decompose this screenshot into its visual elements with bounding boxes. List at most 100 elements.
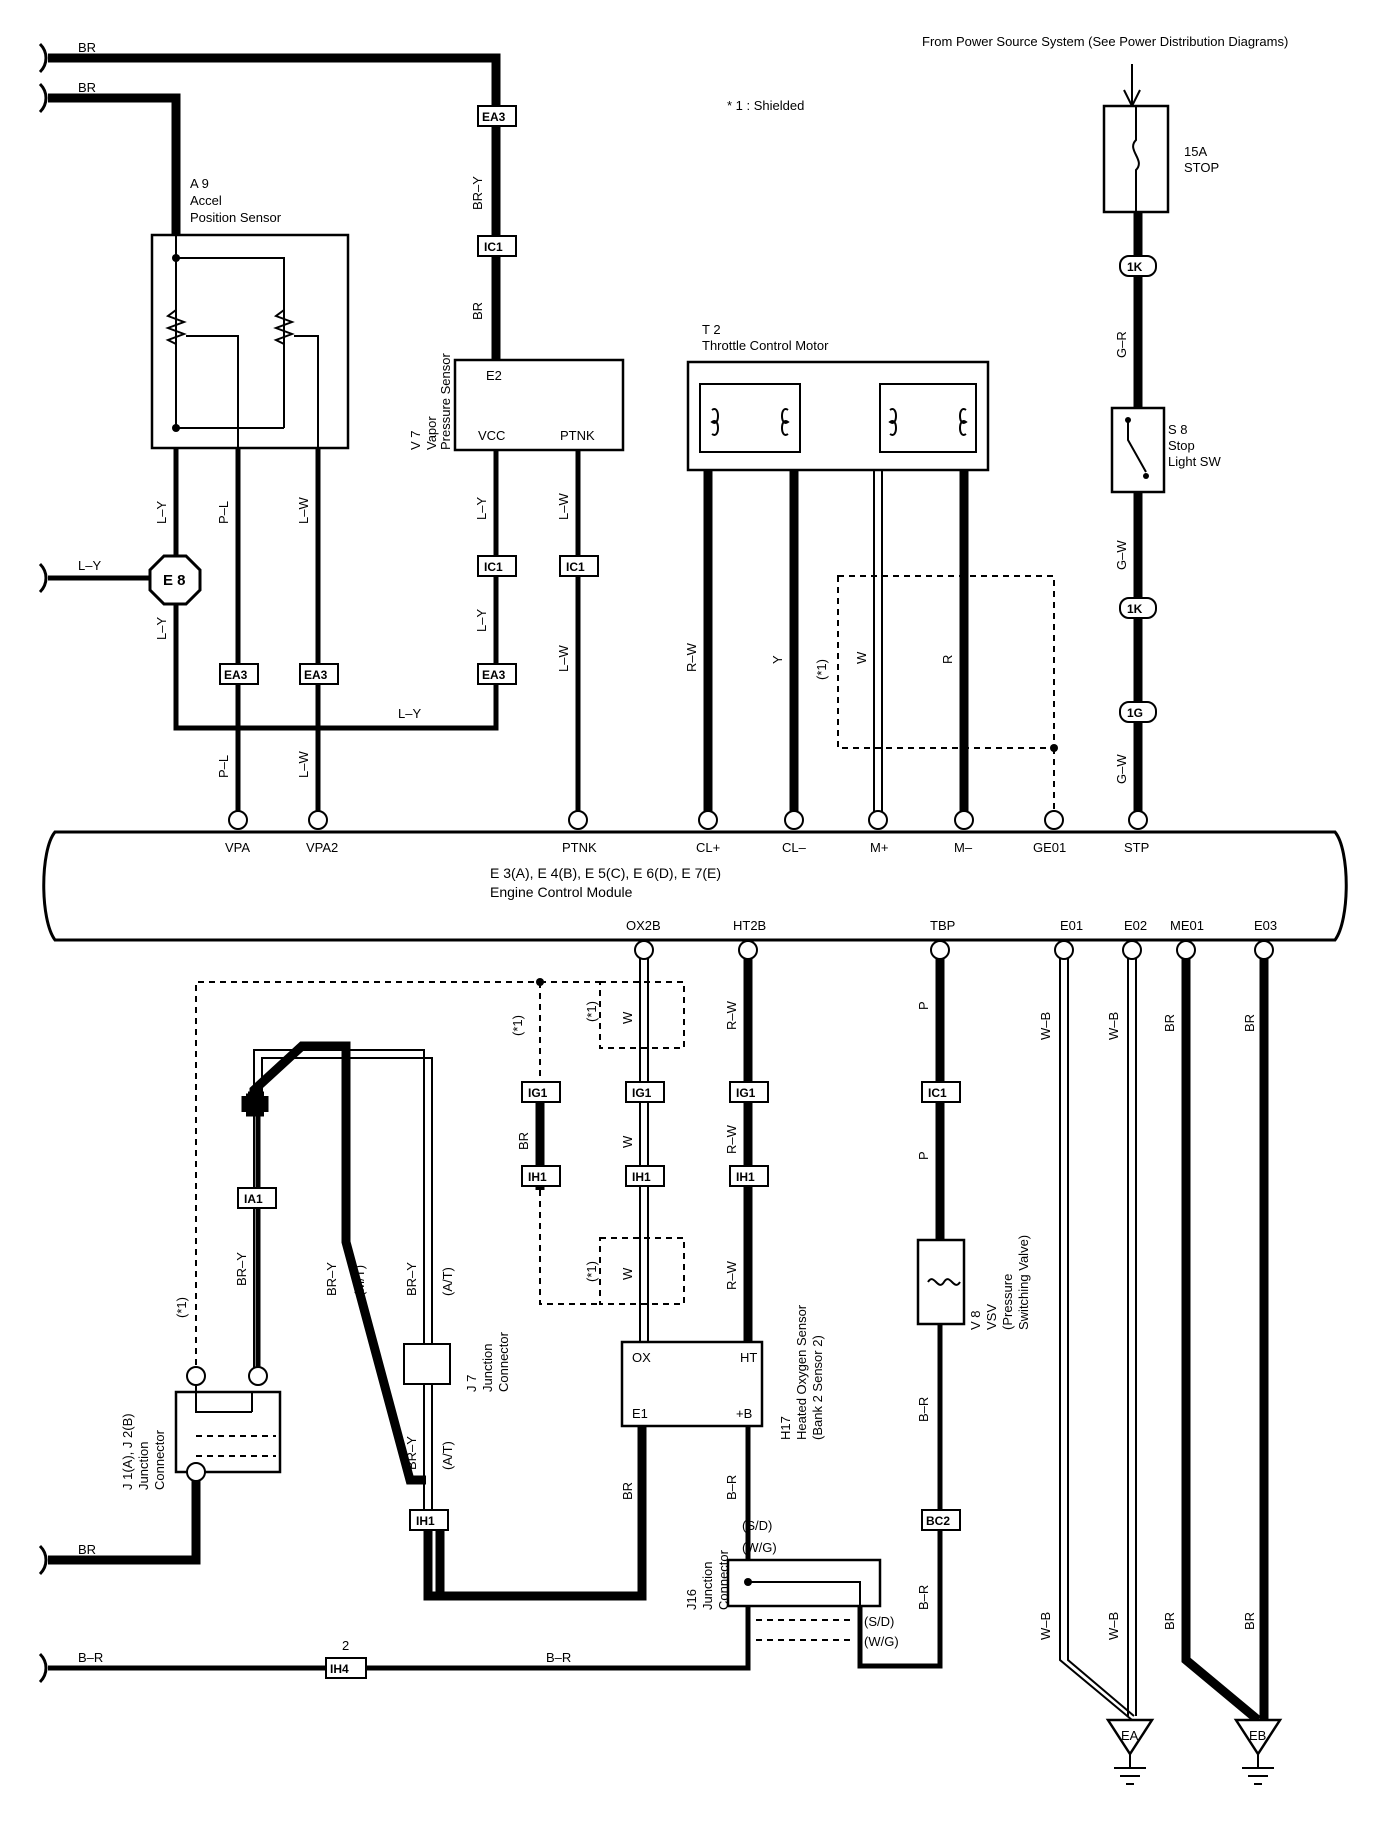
v7-ptnk: PTNK: [560, 428, 595, 443]
j1-name2: Connector: [152, 1429, 167, 1490]
svg-text:B–R: B–R: [724, 1475, 739, 1500]
v8-name3: Switching Valve): [1016, 1235, 1031, 1330]
svg-text:BR: BR: [1162, 1014, 1177, 1032]
svg-text:G–W: G–W: [1114, 754, 1129, 784]
svg-text:IA1: IA1: [244, 1192, 263, 1206]
svg-text:W–B: W–B: [1106, 1012, 1121, 1040]
wire-color-ly-e8: L–Y: [78, 558, 101, 573]
svg-text:IG1: IG1: [632, 1086, 652, 1100]
vsv-circuit: V 8 VSV (Pressure Switching Valve): [857, 950, 1031, 1669]
accel-position-sensor: A 9 Accel Position Sensor: [150, 176, 350, 450]
connector-ih4-label: IH4: [330, 1662, 349, 1676]
ecm-terminal-cl-plus: CL+: [696, 840, 720, 855]
ecm-terminal-cl-minus: CL–: [782, 840, 807, 855]
svg-text:IC1: IC1: [484, 560, 503, 574]
svg-text:EA3: EA3: [304, 668, 328, 682]
ground-eb: EB: [1249, 1728, 1266, 1743]
svg-text:IH1: IH1: [528, 1170, 547, 1184]
j1-name1: Junction: [136, 1442, 151, 1490]
t2-name: Throttle Control Motor: [702, 338, 829, 353]
svg-text:EA3: EA3: [482, 668, 506, 682]
circuit-tags: (*1) (*1) (*1) (*1) (*1) (M/T) (A/T) (A/…: [174, 659, 829, 1470]
svg-text:IG1: IG1: [528, 1086, 548, 1100]
ecm-ref: E 3(A), E 4(B), E 5(C), E 6(D), E 7(E): [490, 865, 721, 881]
svg-text:BR–Y: BR–Y: [324, 1262, 339, 1296]
shielded-note: * 1 : Shielded: [727, 98, 804, 113]
svg-text:BR–Y: BR–Y: [470, 176, 485, 210]
wire-color-br-top2: BR: [78, 80, 96, 95]
s8-name2: Light SW: [1168, 454, 1221, 469]
j7-ref: J 7: [464, 1375, 479, 1392]
tag-wg-j16: (W/G): [742, 1540, 777, 1555]
svg-text:R–W: R–W: [724, 1124, 739, 1154]
svg-text:P–L: P–L: [216, 501, 231, 524]
ih4-pin: 2: [342, 1638, 349, 1653]
v7-ref: V 7: [408, 430, 423, 450]
top-left-br-wires: BR BR: [38, 40, 501, 235]
l-y-wiring: E 8 L–Y: [38, 448, 499, 731]
ecm-terminal-m-plus: M+: [870, 840, 888, 855]
j16-name1: Junction: [700, 1562, 715, 1610]
h17-name2: (Bank 2 Sensor 2): [810, 1335, 825, 1440]
svg-text:(*1): (*1): [584, 1001, 599, 1022]
svg-text:L–W: L–W: [556, 645, 571, 672]
ecm-terminal-m-minus: M–: [954, 840, 973, 855]
throttle-control-motor: T 2 Throttle Control Motor: [686, 322, 1058, 820]
connector-ih4: [325, 1657, 367, 1679]
ecm-terminal-ox2b: OX2B: [626, 918, 661, 933]
svg-text:G–W: G–W: [1114, 540, 1129, 570]
v7-e2: E2: [486, 368, 502, 383]
svg-text:B–R: B–R: [916, 1585, 931, 1610]
svg-text:IH1: IH1: [632, 1170, 651, 1184]
svg-text:EA3: EA3: [224, 668, 248, 682]
j16-ref: J16: [684, 1589, 699, 1610]
svg-text:R: R: [940, 655, 955, 664]
svg-text:1G: 1G: [1127, 706, 1143, 720]
svg-text:B–R: B–R: [916, 1397, 931, 1422]
j7-name1: Junction: [480, 1344, 495, 1392]
tag-sd-j16b: (S/D): [864, 1614, 894, 1629]
v7-name1: Vapor: [424, 416, 439, 450]
svg-text:G–R: G–R: [1114, 331, 1129, 358]
h17-ht: HT: [740, 1350, 757, 1365]
svg-text:Y: Y: [770, 655, 785, 664]
ecm-body: [42, 830, 1348, 942]
svg-text:P–L: P–L: [216, 755, 231, 778]
ecm-terminal-e03: E03: [1254, 918, 1277, 933]
svg-text:W: W: [620, 1267, 635, 1280]
stop-light-circuit: 15A STOP S 8 Stop Light SW: [1102, 64, 1221, 820]
svg-text:(*1): (*1): [814, 659, 829, 680]
svg-text:W: W: [620, 1135, 635, 1148]
a9-name1: Accel: [190, 193, 222, 208]
wire-color-labels: BR–Y BR L–Y L–Y L–Y P–L P–L L–W L–W L–Y …: [154, 176, 1257, 1640]
svg-text:EA3: EA3: [482, 110, 506, 124]
svg-text:BR–Y: BR–Y: [404, 1262, 419, 1296]
v8-ref: V 8: [968, 1310, 983, 1330]
svg-text:(A/T): (A/T): [440, 1267, 455, 1296]
svg-text:BR–Y: BR–Y: [404, 1436, 419, 1470]
ground-ea: EA: [1121, 1728, 1139, 1743]
s8-ref: S 8: [1168, 422, 1188, 437]
svg-text:W: W: [620, 1011, 635, 1024]
svg-text:W–B: W–B: [1106, 1612, 1121, 1640]
br-break-bottom: [38, 1652, 48, 1684]
v7-vcc: VCC: [478, 428, 505, 443]
left-junction-circuit: J 1(A), J 2(B) Junction Connector BR J 7…: [38, 981, 540, 1601]
h17-ox: OX: [632, 1350, 651, 1365]
svg-text:IC1: IC1: [484, 240, 503, 254]
svg-text:R–W: R–W: [724, 1260, 739, 1290]
svg-text:BR: BR: [620, 1482, 635, 1500]
svg-text:IH1: IH1: [416, 1514, 435, 1528]
e8-label: E 8: [163, 572, 186, 589]
svg-text:BR: BR: [1242, 1612, 1257, 1630]
svg-text:W: W: [854, 651, 869, 664]
svg-text:R–W: R–W: [684, 642, 699, 672]
svg-text:IH1: IH1: [736, 1170, 755, 1184]
svg-text:L–W: L–W: [296, 497, 311, 524]
svg-text:(*1): (*1): [584, 1261, 599, 1282]
svg-text:BR: BR: [470, 302, 485, 320]
svg-text:L–Y: L–Y: [474, 497, 489, 520]
svg-text:L–Y: L–Y: [154, 617, 169, 640]
ecm-terminal-me01: ME01: [1170, 918, 1204, 933]
j16-junction-connector: J16 Junction Connector (S/D) (W/G) (S/D)…: [48, 1518, 899, 1671]
